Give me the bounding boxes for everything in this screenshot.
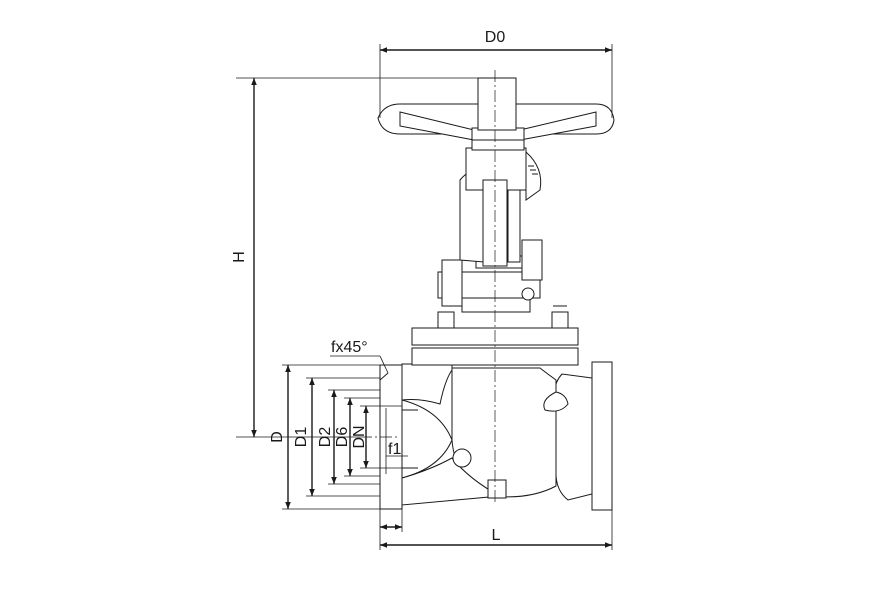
- handwheel: [377, 77, 615, 151]
- d-label: D: [269, 431, 286, 443]
- drain-plug: [487, 479, 507, 499]
- l-label: L: [492, 527, 501, 544]
- flange-thickness-dimension: [379, 509, 403, 550]
- h-label: H: [231, 251, 248, 263]
- right-flange: [591, 361, 613, 511]
- bolt-left: [437, 311, 455, 329]
- left-flange-chamfer: [379, 372, 389, 381]
- right-lobe: [543, 391, 569, 412]
- flange-dimensions: D D1 D2 D6 DN: [269, 364, 402, 510]
- f1-label: f1: [388, 441, 401, 458]
- lug-detail: [528, 165, 538, 175]
- left-boss: [452, 448, 472, 468]
- f1-callout: f1: [385, 408, 408, 474]
- dn-label: DN: [351, 425, 368, 448]
- dimension-l: L: [380, 509, 613, 550]
- hub-nut: [471, 139, 525, 151]
- right-neck: [554, 373, 593, 501]
- d0-label: D0: [485, 29, 506, 46]
- d2-label: D2: [317, 427, 334, 448]
- bolt-right: [551, 311, 569, 329]
- dimension-d0: D0: [379, 29, 613, 118]
- chamfer-leader-tip: [379, 355, 389, 374]
- gland-bolt-left: [441, 259, 463, 307]
- yoke: [437, 147, 543, 313]
- d6-label: D6: [334, 427, 351, 448]
- chamfer-label: fx45°: [331, 339, 368, 356]
- valve-body: [379, 361, 613, 511]
- gland-bolt-right: [521, 239, 543, 281]
- chamfer-callout: fx45°: [330, 339, 389, 374]
- hub-cap: [477, 77, 517, 131]
- eyebolt: [521, 287, 535, 301]
- left-upper-neck: [401, 363, 453, 405]
- yoke-lug: [525, 150, 542, 201]
- dimension-h: H: [231, 77, 478, 438]
- d1-label: D1: [293, 427, 310, 448]
